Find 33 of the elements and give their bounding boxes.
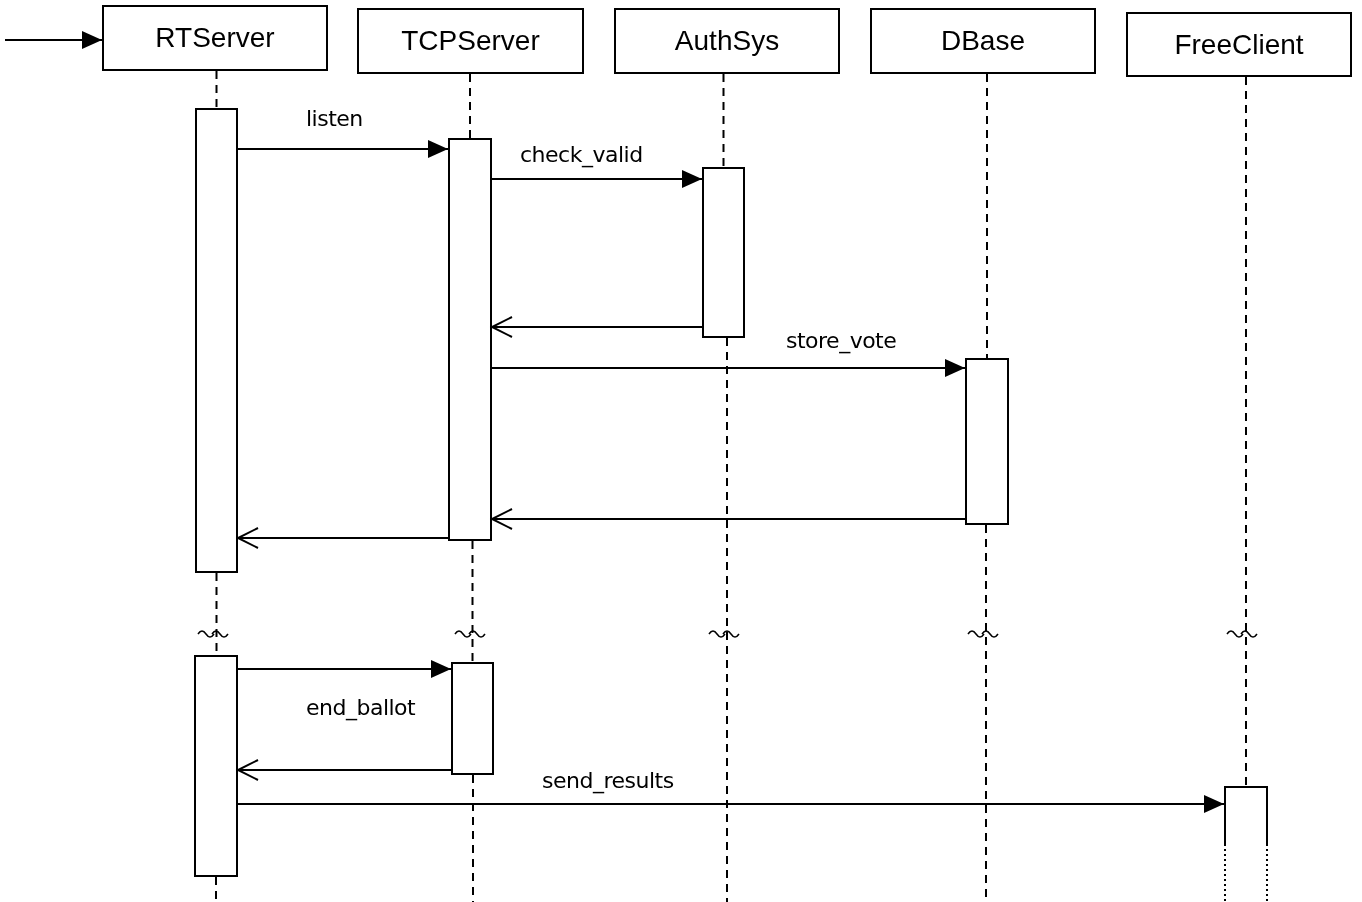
activation-bar — [965, 358, 1009, 525]
edge-label: store_vote — [786, 328, 897, 354]
lifeline — [1245, 76, 1247, 787]
activation-bar — [448, 138, 492, 541]
participant-box: TCPServer — [357, 8, 584, 74]
activation-bar — [194, 655, 238, 877]
message-arrow — [237, 795, 1225, 813]
activation-bar — [195, 108, 238, 573]
message-arrow — [491, 508, 966, 530]
message-arrow — [491, 316, 703, 338]
participant-box: RTServer — [102, 5, 328, 71]
message-arrow — [237, 527, 449, 549]
message-arrow — [491, 359, 966, 377]
lifeline — [215, 70, 218, 109]
message-arrow — [4, 31, 103, 49]
activation-bar — [1224, 786, 1268, 902]
message-arrow — [237, 759, 452, 781]
participant-box: AuthSys — [614, 8, 840, 74]
message-arrow — [237, 660, 452, 678]
edge-label: end_ballot — [306, 695, 416, 721]
edge-label: check_valid — [520, 142, 643, 168]
message-arrow — [237, 140, 449, 158]
lifeline — [469, 73, 471, 139]
edge-label: listen — [306, 106, 363, 132]
message-arrow — [491, 170, 703, 188]
activation-bar — [451, 662, 494, 775]
activation-bar — [702, 167, 745, 338]
edge-label: send_results — [542, 768, 674, 794]
lifeline — [722, 73, 725, 168]
participant-box: DBase — [870, 8, 1096, 74]
lifeline — [986, 73, 988, 359]
lifeline — [471, 540, 474, 663]
participant-box: FreeClient — [1126, 12, 1352, 77]
